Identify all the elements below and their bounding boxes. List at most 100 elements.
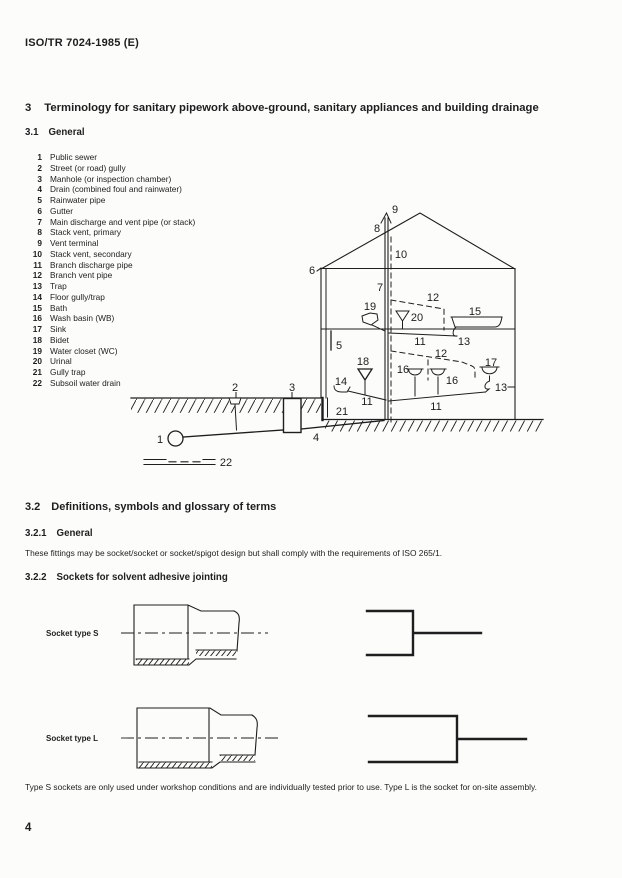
section-number: 3.2 <box>25 501 41 513</box>
manhole-symbol <box>282 397 302 434</box>
vent-arrow-icon <box>380 211 392 224</box>
callout: 17 <box>485 357 497 369</box>
callout: 16 <box>446 375 458 387</box>
wash-basin-symbol <box>406 368 424 397</box>
section-title: General <box>48 127 85 138</box>
socket-type-l-figure: Socket type L <box>46 707 281 769</box>
legend-item: 16 Wash basin (WB) <box>27 313 195 324</box>
socket-type-l-label: Socket type L <box>46 734 98 743</box>
callout: 7 <box>377 282 383 294</box>
callout: 13 <box>458 336 470 348</box>
legend-item-number: 18 <box>32 334 42 345</box>
trap-symbol <box>452 326 458 337</box>
socket-type-s-figure: Socket type S <box>46 604 268 666</box>
paragraph-fittings: These fittings may be socket/socket or s… <box>25 548 443 558</box>
subsoil-drain-symbol <box>143 458 216 466</box>
house-outline <box>316 212 516 422</box>
legend-item-number: 11 <box>33 259 42 270</box>
legend-item: 5 Rainwater pipe <box>27 195 195 206</box>
legend-item-number: 1 <box>37 152 42 162</box>
section-3-1-heading: 3.1 General <box>25 127 85 138</box>
section-title: Sockets for solvent adhesive jointing <box>56 572 228 583</box>
callout: 22 <box>220 457 232 469</box>
legend-item-number: 21 <box>32 367 42 377</box>
legend-item-label: Floor gully/trap <box>50 291 105 302</box>
branch-discharge-pipe <box>388 332 457 337</box>
legend-item-label: Drain (combined foul and rainwater) <box>50 184 182 195</box>
legend-item-label: Stack vent, secondary <box>50 248 132 259</box>
callout: 1 <box>157 434 163 446</box>
section-3-2-2-heading: 3.2.2 Sockets for solvent adhesive jointi… <box>25 572 228 583</box>
callout: 5 <box>336 340 342 352</box>
callout: 13 <box>495 382 507 394</box>
callout: 6 <box>309 265 315 277</box>
legend-item-label: Rainwater pipe <box>50 195 106 205</box>
callout: 12 <box>427 292 439 304</box>
legend-item-label: Gully trap <box>50 367 86 377</box>
legend-item-number: 22 <box>32 377 42 388</box>
below-ground <box>143 392 385 466</box>
branch-vent-pipe <box>390 350 476 379</box>
callout: 11 <box>430 401 441 413</box>
legend-item-number: 4 <box>37 184 42 195</box>
legend-item-label: Wash basin (WB) <box>50 313 115 324</box>
callout: 14 <box>335 376 347 388</box>
legend-item-label: Bath <box>50 302 68 313</box>
section-number: 3.2.1 <box>25 528 47 539</box>
callout: 11 <box>414 336 425 348</box>
legend-item: 2 Street (or road) gully <box>27 163 195 174</box>
callout: 2 <box>232 382 238 394</box>
branch-discharge-pipe <box>388 391 486 402</box>
drain-pipe <box>300 419 385 430</box>
legend-item-number: 5 <box>37 195 42 205</box>
wash-basin-symbol <box>429 368 447 395</box>
legend-item-label: Branch discharge pipe <box>50 259 133 270</box>
legend-item: 4 Drain (combined foul and rainwater) <box>27 184 195 195</box>
legend-item-number: 14 <box>32 291 42 302</box>
callout: 20 <box>411 312 423 324</box>
callout: 15 <box>469 306 481 318</box>
socket-type-s-symbol <box>365 609 483 657</box>
branch-vent-pipe <box>390 299 445 331</box>
legend-item-label: Vent terminal <box>50 238 99 248</box>
callout: 4 <box>313 432 319 444</box>
legend-item-number: 20 <box>32 356 42 367</box>
section-title: Terminology for sanitary pipework above-… <box>44 102 539 114</box>
callout: 19 <box>364 301 376 313</box>
doc-reference: ISO/TR 7024-1985 (E) <box>25 37 140 49</box>
socket-type-s-label: Socket type S <box>46 629 99 638</box>
legend-item-label: Manhole (or inspection chamber) <box>50 173 172 184</box>
section-number: 3.2.2 <box>25 572 47 583</box>
callout: 10 <box>395 249 407 261</box>
callout: 9 <box>392 204 398 216</box>
legend-item-number: 16 <box>32 313 42 324</box>
section-number: 3.1 <box>25 127 39 138</box>
legend-item-label: Public sewer <box>50 152 98 162</box>
callout: 16 <box>397 364 409 376</box>
legend-item-label: Subsoil water drain <box>50 377 121 388</box>
legend-item-number: 2 <box>37 162 42 173</box>
legend-item-number: 13 <box>32 281 42 291</box>
legend-item-number: 7 <box>37 216 42 227</box>
legend-item-label: Street (or road) gully <box>50 162 126 173</box>
legend-item-number: 15 <box>32 302 42 313</box>
callout: 18 <box>357 356 369 368</box>
legend-item-label: Main discharge and vent pipe (or stack) <box>50 216 196 227</box>
legend-item-number: 3 <box>37 173 42 184</box>
public-sewer-symbol <box>167 430 184 447</box>
legend-item: 1 Public sewer <box>27 152 195 163</box>
sink-symbol <box>479 366 500 382</box>
legend-item-number: 8 <box>37 227 42 238</box>
callout: 12 <box>435 348 447 360</box>
legend-item: 7 Main discharge and vent pipe (or stack) <box>27 217 195 228</box>
